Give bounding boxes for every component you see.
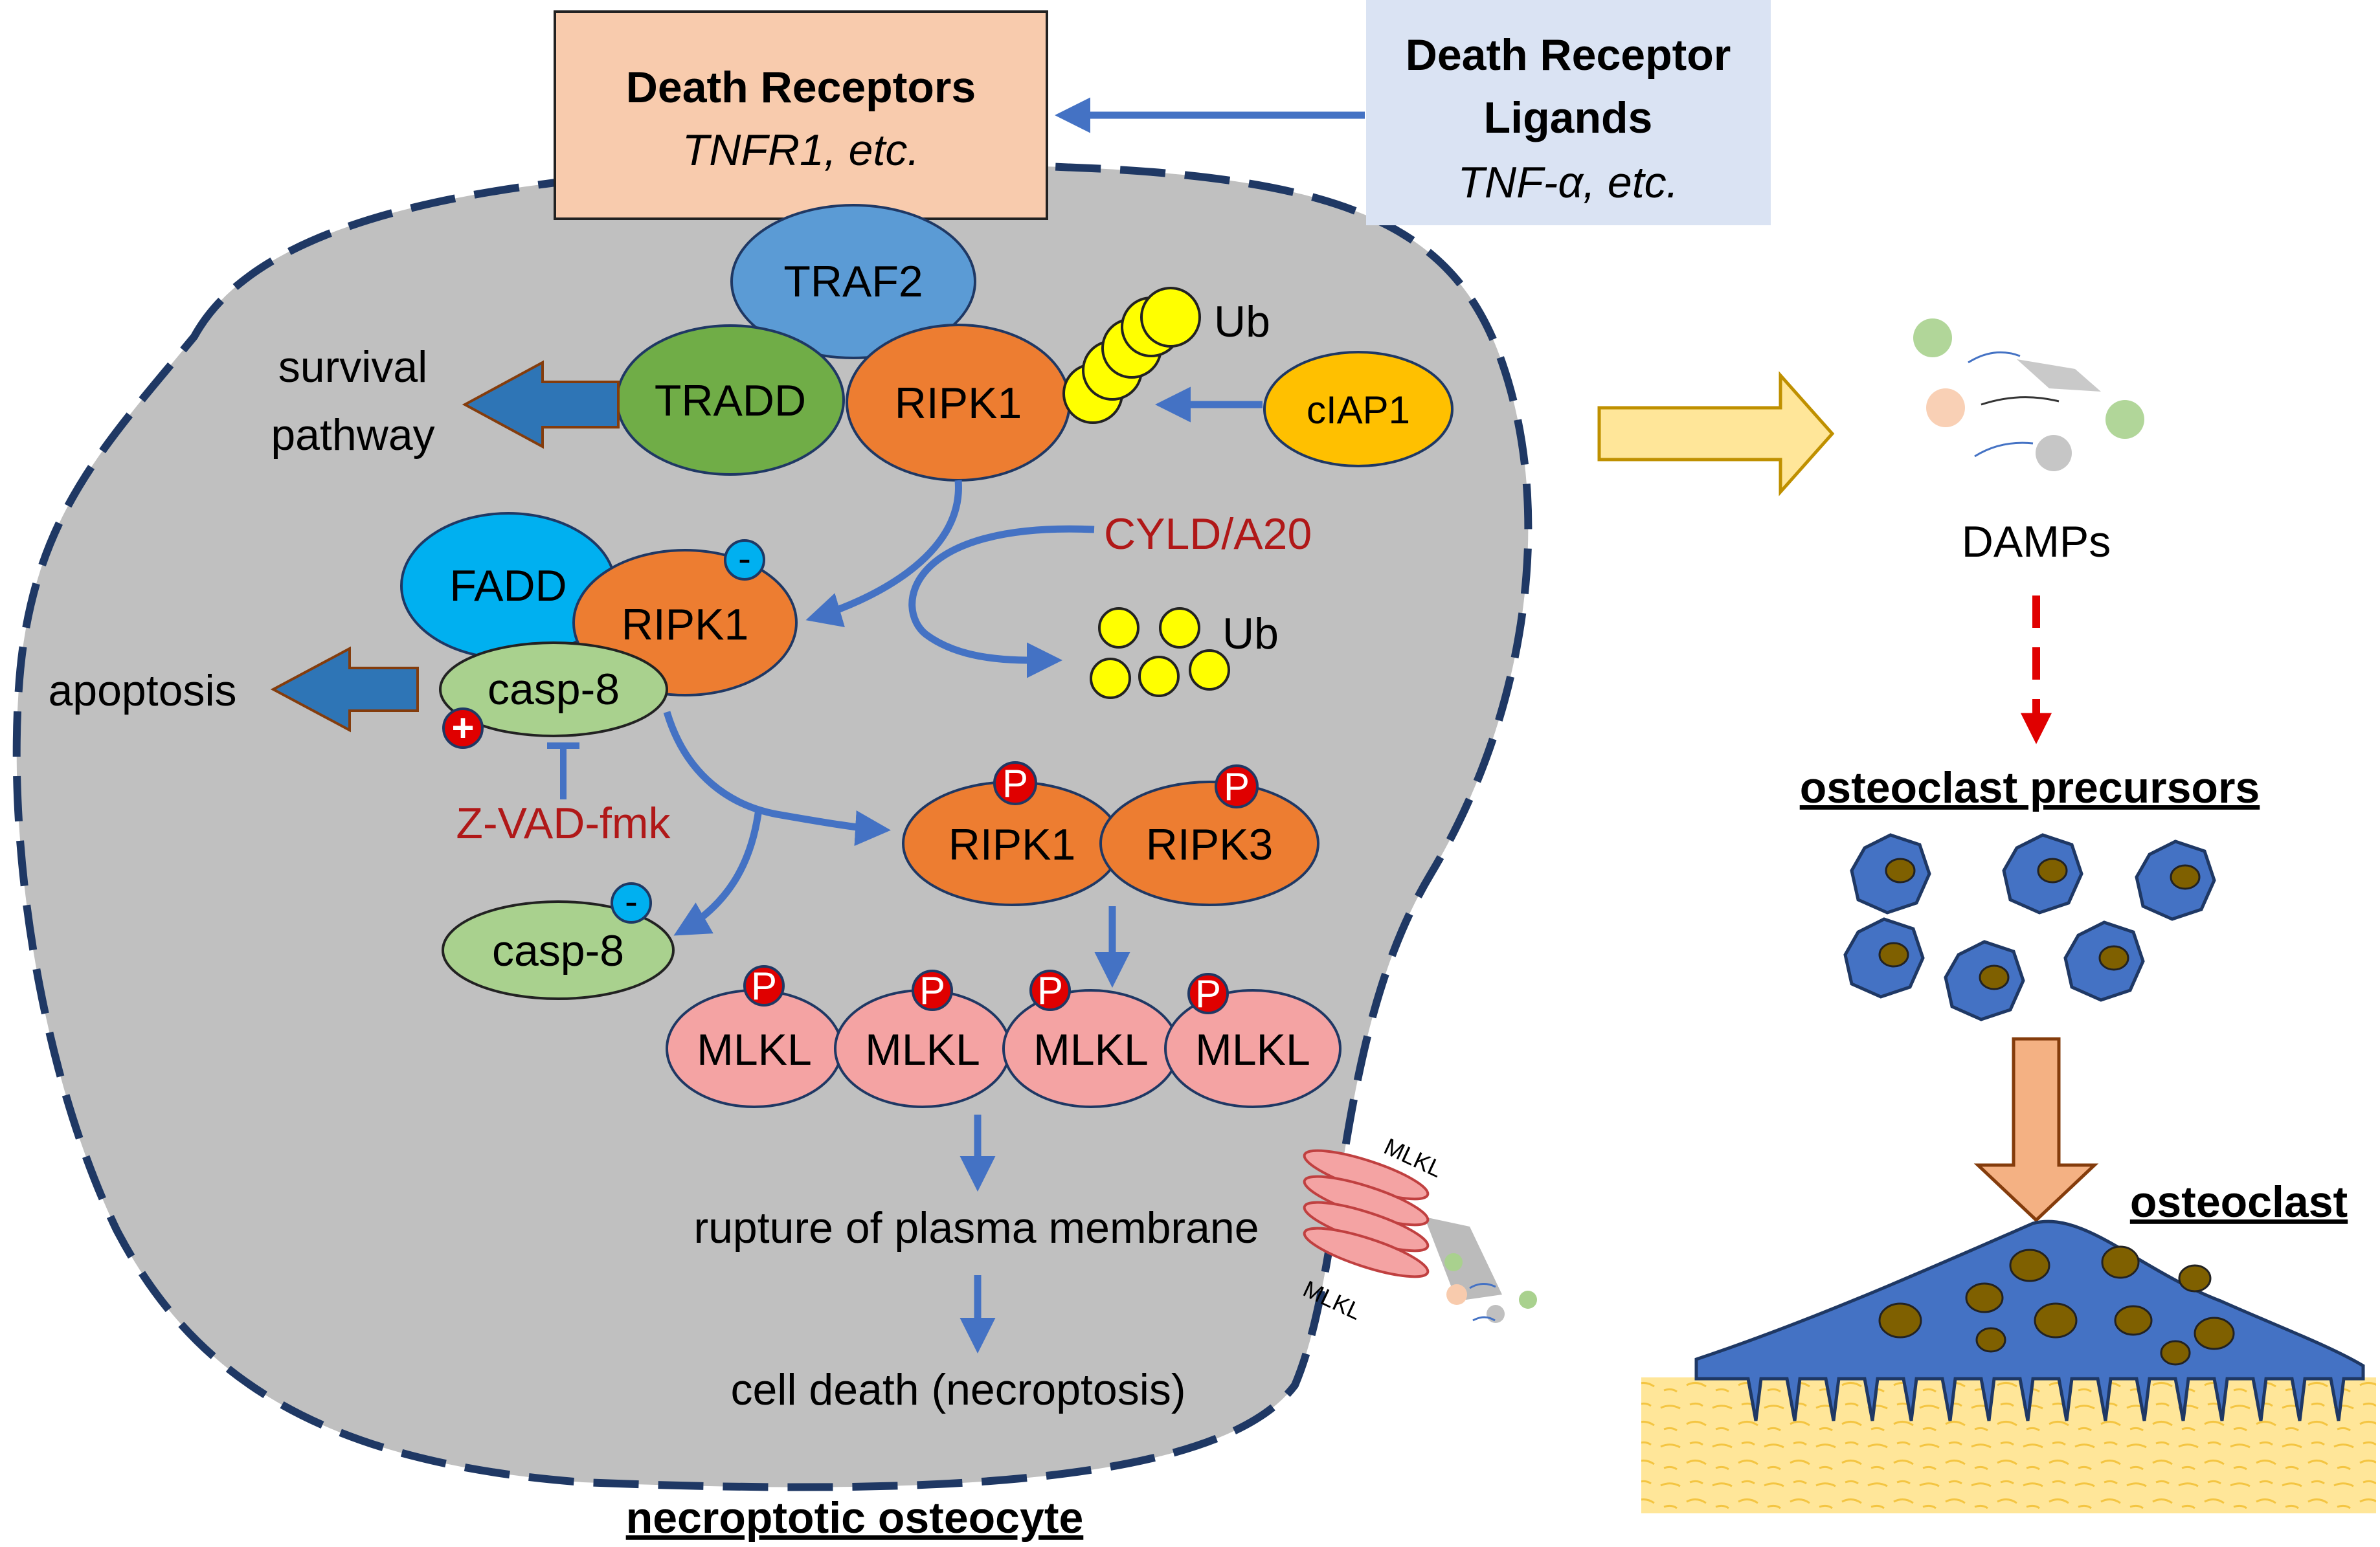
traf2-node xyxy=(730,204,976,359)
death-receptor-title: Death Receptors xyxy=(626,63,976,112)
casp8-inactive-node xyxy=(442,900,675,1000)
ciap1-label: cIAP1 xyxy=(1307,388,1410,432)
bone-matrix xyxy=(1641,1377,2376,1513)
free-ubiquitin xyxy=(1090,607,1230,699)
damps-label: DAMPs xyxy=(1962,517,2111,566)
ligand-title-line2: Ligands xyxy=(1484,93,1653,142)
precursor-nuclei xyxy=(1878,858,2201,990)
casp8-inactivation-arrow xyxy=(673,808,763,936)
mlkl-label: MLKL xyxy=(697,1025,812,1074)
ub-label-free: Ub xyxy=(1222,609,1279,658)
death-receptor-subtitle: TNFR1, etc. xyxy=(682,126,920,175)
cyld-arc-arrow xyxy=(908,525,1095,678)
damps-cluster xyxy=(1913,318,2144,471)
mlkl-label: MLKL xyxy=(865,1025,980,1074)
minus-badge-ripk1 xyxy=(724,539,765,581)
osteoclast-nuclei xyxy=(1878,1245,2235,1366)
ripk1-label-complex2: RIPK1 xyxy=(622,600,749,649)
fadd-label: FADD xyxy=(449,561,567,610)
death-receptor-box xyxy=(554,10,1048,220)
apoptosis-label: apoptosis xyxy=(48,666,236,715)
precursors-to-osteoclast-arrow xyxy=(1973,1037,2099,1223)
casp8-active-label: casp-8 xyxy=(488,665,620,714)
plus-badge-casp8-label: + xyxy=(451,706,474,750)
osteoclast-precursors-label: osteoclast precursors xyxy=(1800,763,2260,812)
ripk3-node xyxy=(1099,781,1319,906)
mlkl-oligomer: MLKL MLKL MLKL MLKL P P P P xyxy=(666,964,1342,1108)
p-badge-mlkl-label: P xyxy=(751,964,777,1008)
p-badge-mlkl xyxy=(912,970,953,1011)
survival-label-line2: pathway xyxy=(271,410,434,460)
zvad-label: Z-VAD-fmk xyxy=(456,799,671,848)
p-badge-mlkl-label: P xyxy=(919,969,945,1012)
minus-badge-ripk1-label: - xyxy=(738,537,751,580)
ripk1-label-complex1: RIPK1 xyxy=(895,379,1022,428)
ciap1-node xyxy=(1263,351,1454,467)
ubiquitin-chain xyxy=(1062,287,1201,424)
casp8-active-node xyxy=(439,641,668,737)
mlkl-pore xyxy=(1303,1149,1537,1323)
p-badge-ripk1 xyxy=(993,761,1037,805)
casp8-branch-path xyxy=(663,711,891,846)
ligand-box xyxy=(1366,0,1771,225)
mlkl-node xyxy=(1164,989,1342,1108)
tradd-label: TRADD xyxy=(655,376,806,425)
p-badge-ripk3-label: P xyxy=(1224,765,1250,808)
survival-arrow xyxy=(462,360,620,449)
p-badge-mlkl-label: P xyxy=(1037,969,1063,1012)
plus-badge-casp8 xyxy=(442,707,484,749)
ligand-title-line1: Death Receptor xyxy=(1406,30,1731,80)
casp8-inactive-label: casp-8 xyxy=(492,926,624,975)
apoptosis-arrow xyxy=(270,646,419,733)
p-badge-mlkl xyxy=(1187,973,1229,1014)
ripk1-to-complex2-arrow xyxy=(805,480,962,627)
p-badge-mlkl xyxy=(1029,970,1071,1011)
necroptotic-osteocyte-label: necroptotic osteocyte xyxy=(626,1493,1084,1542)
cell-death-label: cell death (necroptosis) xyxy=(730,1365,1185,1414)
p-badge-mlkl xyxy=(743,965,785,1007)
minus-badge-casp8-label: - xyxy=(625,880,638,923)
survival-label-line1: survival xyxy=(278,342,428,392)
osteoclast-cell xyxy=(1694,1219,2365,1421)
ripk3-label: RIPK3 xyxy=(1146,820,1274,869)
release-arrow xyxy=(1597,371,1835,496)
ripk1-label-necrosome: RIPK1 xyxy=(949,820,1076,869)
minus-badge-casp8 xyxy=(611,882,652,924)
p-badge-ripk3 xyxy=(1215,764,1259,808)
ub-label-chain: Ub xyxy=(1214,297,1270,346)
mlkl-label: MLKL xyxy=(1195,1025,1310,1074)
ligand-subtitle: TNF-α, etc. xyxy=(1458,158,1679,207)
traf2-label: TRAF2 xyxy=(783,257,923,306)
osteoclast-label: osteoclast xyxy=(2130,1177,2348,1227)
p-badge-ripk1-label: P xyxy=(1002,762,1028,805)
mlkl-label: MLKL xyxy=(1033,1025,1149,1074)
cyld-a20-label: CYLD/A20 xyxy=(1104,509,1312,559)
rupture-label: rupture of plasma membrane xyxy=(693,1203,1259,1252)
p-badge-mlkl-label: P xyxy=(1195,972,1221,1016)
osteocyte-cell xyxy=(12,161,1532,1491)
